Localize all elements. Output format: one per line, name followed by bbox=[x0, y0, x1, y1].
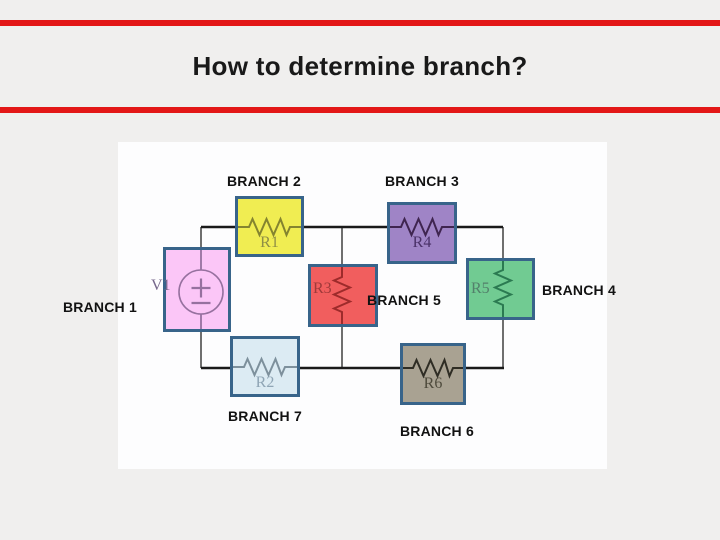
component-r3-resistor: R3 bbox=[308, 264, 378, 327]
component-label-r5: R5 bbox=[471, 280, 490, 297]
branch-3-label: BRANCH 3 bbox=[385, 173, 459, 189]
component-r4-resistor: R4 bbox=[387, 202, 457, 264]
branch-4-label: BRANCH 4 bbox=[542, 282, 616, 298]
component-r6-resistor: R6 bbox=[400, 343, 466, 405]
divider-under-title bbox=[0, 107, 720, 113]
component-r5-resistor: R5 bbox=[466, 258, 535, 320]
component-label-r6: R6 bbox=[423, 375, 443, 392]
component-r1-resistor: R1 bbox=[235, 196, 304, 257]
component-label-r1: R1 bbox=[260, 234, 279, 251]
circuit-diagram-panel: V1 R1 R2 R3 R4 bbox=[118, 142, 607, 469]
branch-1-label: BRANCH 1 bbox=[63, 299, 137, 315]
resistor-icon bbox=[492, 261, 514, 317]
branch-5-label: BRANCH 5 bbox=[367, 292, 441, 308]
component-label-v1: V1 bbox=[151, 277, 171, 294]
component-label-r2: R2 bbox=[255, 374, 275, 391]
divider-top bbox=[0, 20, 720, 26]
component-label-r3: R3 bbox=[313, 280, 332, 297]
resistor-icon bbox=[233, 356, 297, 378]
resistor-icon bbox=[331, 267, 353, 324]
branch-7-label: BRANCH 7 bbox=[228, 408, 302, 424]
resistor-icon bbox=[390, 216, 454, 238]
component-r2-resistor: R2 bbox=[230, 336, 300, 397]
slide-title: How to determine branch? bbox=[192, 51, 528, 81]
component-label-r4: R4 bbox=[412, 234, 432, 251]
resistor-icon bbox=[403, 357, 463, 379]
branch-6-label: BRANCH 6 bbox=[400, 423, 474, 439]
component-v1-voltage-source: V1 bbox=[151, 247, 231, 332]
voltage-source-icon bbox=[178, 250, 224, 329]
resistor-icon bbox=[238, 216, 301, 238]
branch-2-label: BRANCH 2 bbox=[227, 173, 301, 189]
